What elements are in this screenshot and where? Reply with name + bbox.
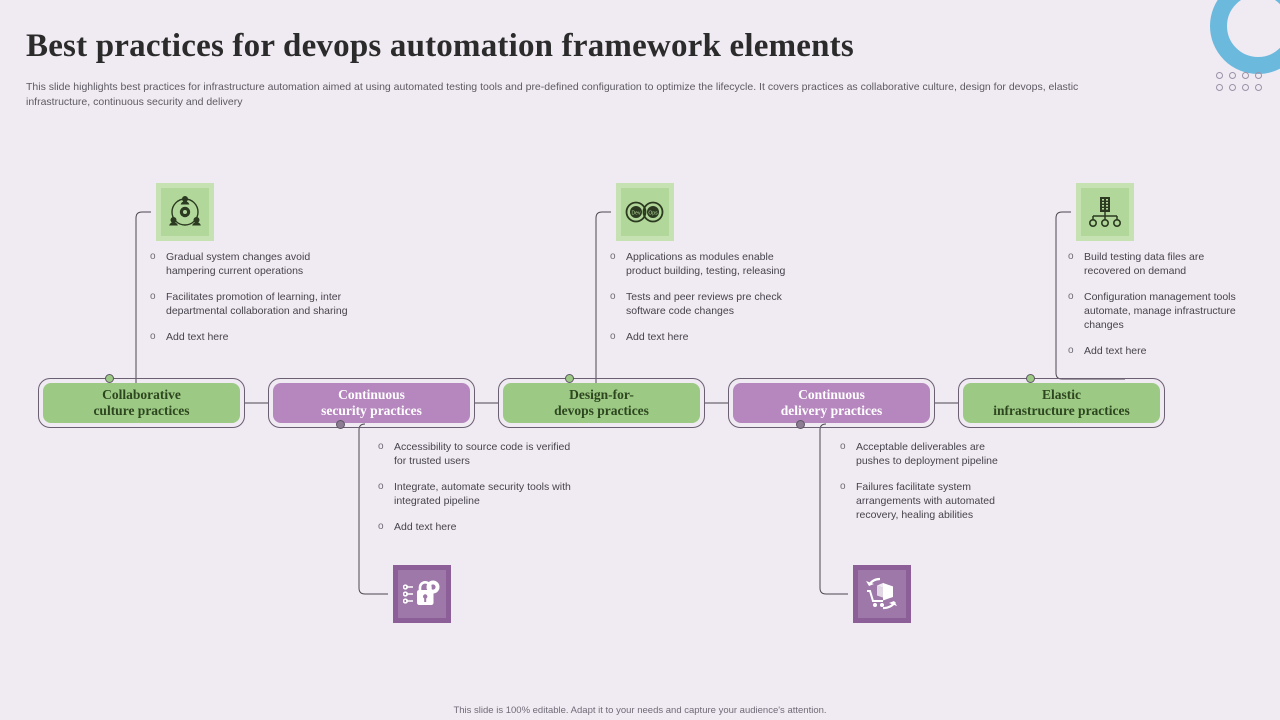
list-item: o Acceptable deliverables are pushes to … <box>840 440 1020 468</box>
list-item: o Build testing data files are recovered… <box>1068 250 1248 278</box>
page-title: Best practices for devops automation fra… <box>26 28 854 64</box>
process-box-collaborative-culture[interactable]: Collaborative culture practices <box>38 378 245 428</box>
bullet-marker-icon: o <box>1068 251 1074 262</box>
list-item: o Integrate, automate security tools wit… <box>378 480 578 508</box>
bullet-marker-icon: o <box>840 441 846 452</box>
box-outline <box>498 378 705 428</box>
node-dot-box-1 <box>105 374 114 383</box>
bullet-marker-icon: o <box>610 331 616 342</box>
bullet-text: Facilitates promotion of learning, inter… <box>166 291 348 317</box>
node-dot-box-3 <box>565 374 574 383</box>
footer-note: This slide is 100% editable. Adapt it to… <box>453 705 827 716</box>
delivery-package-cart-icon <box>853 565 911 623</box>
node-dot-box-5 <box>1026 374 1035 383</box>
list-item[interactable]: o Add text here <box>1068 344 1248 358</box>
bullet-text: Failures facilitate system arrangements … <box>856 481 995 521</box>
bullet-marker-icon: o <box>610 251 616 262</box>
box-outline <box>728 378 935 428</box>
box-fill: Design-for- devops practices <box>503 383 700 423</box>
list-item: o Accessibility to source code is verifi… <box>378 440 578 468</box>
bullet-group-continuous-delivery: o Acceptable deliverables are pushes to … <box>840 440 1020 534</box>
process-box-continuous-security[interactable]: Continuous security practices <box>268 378 475 428</box>
svg-text:Ops: Ops <box>648 211 658 217</box>
bullet-marker-icon: o <box>378 481 384 492</box>
list-item: o Gradual system changes avoid hampering… <box>150 250 350 278</box>
process-box-continuous-delivery[interactable]: Continuous delivery practices <box>728 378 935 428</box>
box-outline <box>958 378 1165 428</box>
box-line-1: Continuous <box>338 387 405 402</box>
process-box-elastic-infrastructure[interactable]: Elastic infrastructure practices <box>958 378 1165 428</box>
bullet-text: Configuration management tools automate,… <box>1084 291 1236 331</box>
bullet-text: Acceptable deliverables are pushes to de… <box>856 441 998 467</box>
page-subtitle: This slide highlights best practices for… <box>26 81 1079 108</box>
box-line-1: Continuous <box>798 387 865 402</box>
box-line-2: devops practices <box>554 403 649 418</box>
bullet-text: Accessibility to source code is verified… <box>394 441 571 467</box>
bullet-marker-icon: o <box>1068 291 1074 302</box>
decorative-ring-icon <box>1210 0 1280 74</box>
bullet-marker-icon: o <box>378 521 384 532</box>
collaboration-network-icon <box>156 183 214 241</box>
box-line-1: Design-for- <box>569 387 634 402</box>
bullet-marker-icon: o <box>610 291 616 302</box>
bullet-text: Gradual system changes avoid hampering c… <box>166 251 311 277</box>
bullet-text: Build testing data files are recovered o… <box>1084 251 1205 277</box>
bullet-group-collaborative-culture: o Gradual system changes avoid hampering… <box>150 250 350 356</box>
list-item[interactable]: o Add text here <box>150 330 350 344</box>
box-line-1: Collaborative <box>102 387 181 402</box>
bullet-marker-icon: o <box>150 331 156 342</box>
dev-ops-circles-icon: Dev Ops <box>616 183 674 241</box>
box-line-2: infrastructure practices <box>993 403 1130 418</box>
box-line-2: security practices <box>321 403 422 418</box>
list-item: o Tests and peer reviews pre check softw… <box>610 290 800 318</box>
list-item[interactable]: o Add text here <box>610 330 800 344</box>
box-fill: Collaborative culture practices <box>43 383 240 423</box>
bullet-group-elastic-infrastructure: o Build testing data files are recovered… <box>1068 250 1248 370</box>
box-outline <box>268 378 475 428</box>
list-item: o Failures facilitate system arrangement… <box>840 480 1020 522</box>
list-item[interactable]: o Add text here <box>378 520 578 534</box>
svg-text:Dev: Dev <box>632 211 641 217</box>
server-infrastructure-icon <box>1076 183 1134 241</box>
bullet-text: Applications as modules enable product b… <box>626 251 786 277</box>
bullet-text: Tests and peer reviews pre check softwar… <box>626 291 782 317</box>
node-dot-box-2 <box>336 420 345 429</box>
node-dot-box-4 <box>796 420 805 429</box>
bullet-placeholder-text[interactable]: Add text here <box>166 331 229 343</box>
bullet-marker-icon: o <box>150 251 156 262</box>
box-fill: Continuous delivery practices <box>733 383 930 423</box>
box-line-1: Elastic <box>1042 387 1081 402</box>
bullet-marker-icon: o <box>840 481 846 492</box>
box-fill: Continuous security practices <box>273 383 470 423</box>
box-line-2: culture practices <box>93 403 190 418</box>
bullet-marker-icon: o <box>378 441 384 452</box>
box-outline <box>38 378 245 428</box>
security-lock-gear-icon <box>393 565 451 623</box>
decorative-dot-grid-icon <box>1216 72 1268 96</box>
process-box-design-for-devops[interactable]: Design-for- devops practices <box>498 378 705 428</box>
bullet-group-continuous-security: o Accessibility to source code is verifi… <box>378 440 578 546</box>
box-fill: Elastic infrastructure practices <box>963 383 1160 423</box>
bullet-marker-icon: o <box>1068 345 1074 356</box>
bullet-placeholder-text[interactable]: Add text here <box>1084 345 1147 357</box>
bullet-marker-icon: o <box>150 291 156 302</box>
bullet-placeholder-text[interactable]: Add text here <box>394 521 457 533</box>
list-item: o Applications as modules enable product… <box>610 250 800 278</box>
bullet-placeholder-text[interactable]: Add text here <box>626 331 689 343</box>
box-line-2: delivery practices <box>780 403 883 418</box>
bullet-group-design-for-devops: o Applications as modules enable product… <box>610 250 800 356</box>
bullet-text: Integrate, automate security tools with … <box>394 481 571 507</box>
list-item: o Configuration management tools automat… <box>1068 290 1248 332</box>
list-item: o Facilitates promotion of learning, int… <box>150 290 350 318</box>
